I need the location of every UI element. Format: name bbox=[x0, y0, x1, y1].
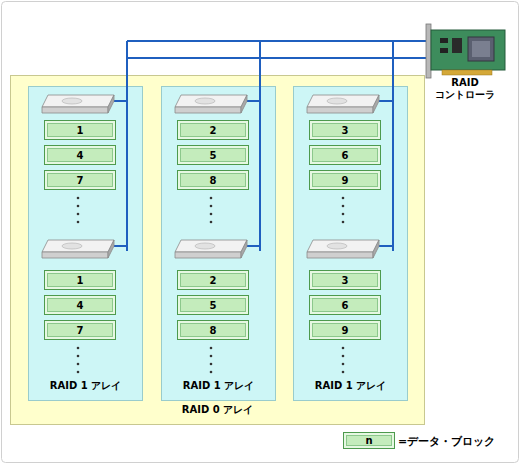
data-block: 9 bbox=[309, 320, 381, 340]
raid-controller-card bbox=[426, 24, 505, 78]
block-number: 8 bbox=[210, 175, 217, 186]
block-number: 1 bbox=[77, 275, 84, 286]
data-block: 1 bbox=[44, 120, 116, 140]
disk-drive bbox=[42, 95, 379, 258]
raid1-array-box: RAID 1 アレイ 1 4 7 1 4 7 bbox=[28, 86, 143, 401]
block-number: 5 bbox=[210, 300, 217, 311]
array-label: RAID 1 アレイ bbox=[162, 379, 275, 393]
block-number: 6 bbox=[342, 150, 349, 161]
data-block: 5 bbox=[177, 145, 249, 165]
block-number: 1 bbox=[77, 125, 84, 136]
data-block: 4 bbox=[44, 295, 116, 315]
block-number: 9 bbox=[342, 175, 349, 186]
array-label: RAID 0 アレイ bbox=[11, 403, 424, 417]
legend-text: =データ・ブロック bbox=[398, 434, 495, 449]
legend-swatch: n bbox=[343, 432, 395, 449]
data-block: 8 bbox=[177, 320, 249, 340]
block-number: 4 bbox=[77, 150, 84, 161]
data-block: 2 bbox=[177, 120, 249, 140]
data-block: 4 bbox=[44, 145, 116, 165]
data-block: 3 bbox=[309, 120, 381, 140]
data-block: 8 bbox=[177, 170, 249, 190]
controller-label: RAID コントローラ bbox=[425, 77, 505, 101]
raid0-array-box: RAID 0 アレイ RAID 1 アレイ 1 4 7 1 4 7RAID 1 アレイ 2 5 8 2… bbox=[10, 75, 425, 425]
raid1-array-box: RAID 1 アレイ 2 5 8 2 5 8 bbox=[161, 86, 276, 401]
data-block: 7 bbox=[44, 170, 116, 190]
block-number: 9 bbox=[342, 325, 349, 336]
continuation-dots bbox=[77, 197, 345, 374]
array-label: RAID 1 アレイ bbox=[29, 379, 142, 393]
data-block: 6 bbox=[309, 295, 381, 315]
data-block: 9 bbox=[309, 170, 381, 190]
raid1-array-box: RAID 1 アレイ 3 6 9 3 6 9 bbox=[293, 86, 408, 401]
block-number: 7 bbox=[77, 175, 84, 186]
block-number: 5 bbox=[210, 150, 217, 161]
data-block: 1 bbox=[44, 270, 116, 290]
block-number: 4 bbox=[77, 300, 84, 311]
block-number: 2 bbox=[210, 275, 217, 286]
data-block: 5 bbox=[177, 295, 249, 315]
block-number: 7 bbox=[77, 325, 84, 336]
block-number: 3 bbox=[342, 125, 349, 136]
array-label: RAID 1 アレイ bbox=[294, 379, 407, 393]
block-number: 8 bbox=[210, 325, 217, 336]
block-number: 2 bbox=[210, 125, 217, 136]
legend-sample-text: n bbox=[365, 435, 372, 446]
data-block: 6 bbox=[309, 145, 381, 165]
data-block: 3 bbox=[309, 270, 381, 290]
controller-wires bbox=[114, 41, 432, 251]
data-block: 7 bbox=[44, 320, 116, 340]
block-number: 3 bbox=[342, 275, 349, 286]
data-block: 2 bbox=[177, 270, 249, 290]
block-number: 6 bbox=[342, 300, 349, 311]
